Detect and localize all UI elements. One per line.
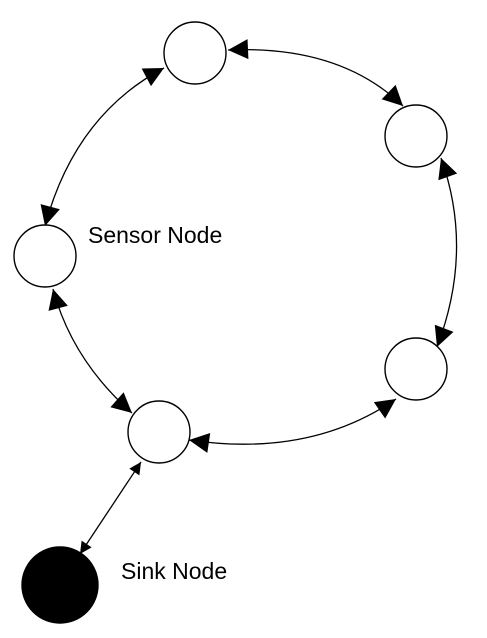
sink-node	[21, 546, 99, 624]
sensor-node-left	[13, 224, 77, 288]
link-lower-right-bottom	[188, 398, 397, 453]
sensor-node-lower-right	[384, 337, 448, 401]
link-upper-right-lower-right	[434, 157, 458, 348]
link-bottom-left	[48, 288, 133, 414]
sensor-node-upper-right	[384, 104, 448, 168]
sink-node-label: Sink Node	[121, 558, 227, 584]
sensor-node-bottom	[127, 400, 191, 464]
link-top-upper-right	[227, 39, 404, 107]
sensor-node-label: Sensor Node	[88, 222, 222, 248]
sensor-node-top	[163, 21, 227, 85]
link-bottom-sink	[79, 461, 142, 555]
link-left-top	[40, 67, 165, 227]
